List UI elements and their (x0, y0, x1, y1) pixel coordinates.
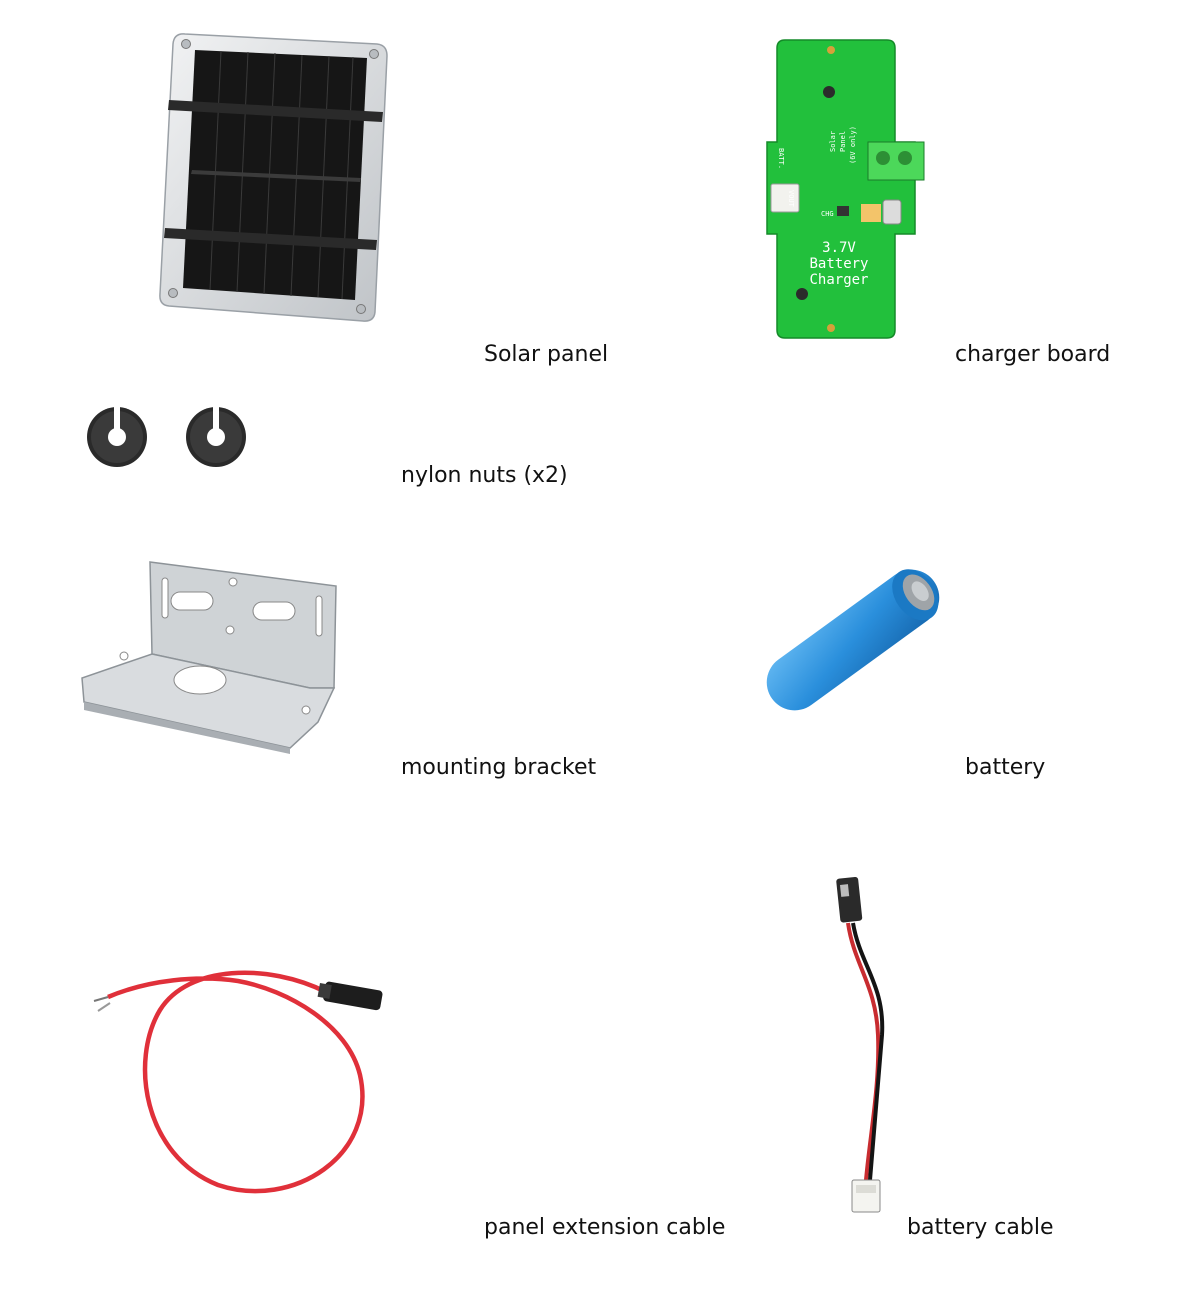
nylon-nuts-label: nylon nuts (x2) (401, 463, 568, 488)
charger-board-icon: 3.7V Battery Charger CHG BATT. VOUT Sola… (766, 39, 925, 339)
battery-label: battery (965, 755, 1046, 780)
mounting-bracket-label: mounting bracket (401, 755, 597, 780)
board-panel-text: Panel (839, 131, 847, 152)
charger-board-image: 3.7V Battery Charger CHG BATT. VOUT Sola… (765, 38, 930, 343)
nylon-nuts-image (85, 405, 255, 470)
solar-panel-image (155, 30, 395, 325)
nylon-nut-icon (87, 407, 246, 467)
charger-board-label: charger board (955, 342, 1111, 367)
battery-icon (766, 569, 940, 711)
mounting-bracket-image (78, 560, 343, 755)
mounting-bracket-icon (81, 561, 337, 754)
board-vout-text: VOUT (787, 190, 795, 208)
solar-panel-label: Solar panel (484, 342, 609, 367)
board-batt-text: BATT. (777, 148, 785, 169)
battery-image (748, 560, 958, 720)
battery-cable-icon (836, 876, 885, 1213)
board-solar-text: Solar (829, 131, 837, 152)
panel-extension-cable-image (88, 955, 393, 1200)
battery-cable-label: battery cable (907, 1215, 1054, 1240)
panel-extension-cable-icon (93, 970, 383, 1194)
board-battery-text: Battery (809, 256, 868, 272)
board-6v-text: (6V only) (849, 126, 857, 164)
battery-cable-image (830, 875, 900, 1220)
solar-panel-icon (159, 33, 388, 322)
board-voltage-text: 3.7V (822, 240, 856, 256)
board-chg-text: CHG (821, 210, 834, 218)
panel-extension-cable-label: panel extension cable (484, 1215, 726, 1240)
board-charger-text: Charger (809, 272, 868, 288)
